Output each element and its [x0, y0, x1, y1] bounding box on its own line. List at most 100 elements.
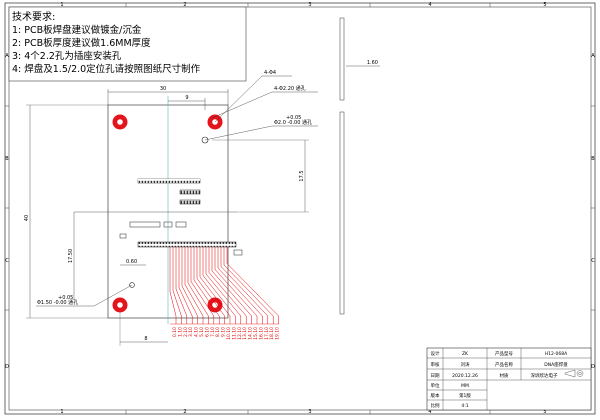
tb-label: 设计 — [431, 350, 440, 357]
pin-line — [217, 247, 263, 324]
tb-label: 材质 — [500, 372, 509, 379]
col-label: 5 — [543, 2, 546, 8]
callout-hole-20: Φ2.0 -0.00 通孔 — [274, 119, 312, 126]
pin-line — [190, 247, 215, 324]
row-label: B — [591, 156, 595, 162]
col-label: 1 — [60, 2, 63, 8]
pin-label: 14.10 — [248, 327, 254, 340]
tb-label: 单位 — [431, 382, 440, 389]
tb-label: 版本 — [431, 392, 440, 399]
side-view: 1.60 — [339, 17, 380, 315]
outer-frame — [4, 2, 596, 415]
tb-label: 比例 — [431, 402, 440, 409]
row-label: B — [5, 156, 9, 162]
tb-value: H12-068A — [545, 351, 568, 357]
row-label: D — [5, 364, 9, 370]
pin-label: 19.10 — [275, 327, 281, 340]
pin-line — [172, 247, 182, 324]
row-label: A — [5, 53, 9, 59]
top-dimensions: 30 9 — [107, 86, 229, 110]
right-dimensions: 17.5 — [212, 139, 309, 213]
pin-line — [181, 247, 198, 324]
pin-label: 12.10 — [237, 327, 243, 340]
pin-line — [175, 247, 188, 324]
dim-bottom-offset: 8 — [144, 336, 147, 342]
pin-line — [214, 247, 258, 324]
pin-line — [178, 247, 193, 324]
tb-value: 4:1 — [461, 403, 468, 409]
dim-left-height: 40 — [24, 215, 30, 221]
frame-column-labels: 1 2 3 4 5 1 2 3 4 5 — [60, 2, 546, 415]
frame-row-labels: A B C D A B C D — [5, 53, 595, 370]
pin-label: 13.10 — [242, 327, 248, 340]
tb-value: 刘涛 — [461, 361, 470, 368]
col-label: 1 — [60, 409, 63, 415]
col-label: 4 — [428, 2, 431, 8]
callouts: 4-Φ4 4-Φ2.20 通孔 +0.05 Φ2.0 -0.00 通孔 +0.0… — [36, 70, 318, 307]
col-label: 2 — [183, 2, 186, 8]
pin-label: 10.10 — [226, 327, 232, 340]
inner-frame — [8, 6, 592, 411]
pin-line — [208, 247, 247, 324]
callout-four-holes: 4-Φ4 — [264, 70, 276, 76]
title-block: 设计 ZK 产品型号 H12-068A 审核 刘涛 产品名称 DNA座焊盘 日期… — [426, 347, 592, 411]
mounting-holes — [112, 114, 223, 313]
projection-symbol-icon — [564, 369, 584, 378]
tb-value: ZK — [462, 351, 469, 357]
dim-side-thickness: 1.60 — [367, 60, 378, 66]
pin-label: 4.10 — [194, 327, 200, 337]
pin-label: 9.10 — [221, 327, 227, 337]
dim-right-height: 17.5 — [299, 170, 305, 181]
bottom-dimension: 8 — [119, 312, 168, 346]
pin-label: 11.10 — [231, 327, 237, 340]
pin-line — [196, 247, 225, 324]
col-label: 2 — [183, 409, 186, 415]
pin-line — [199, 247, 231, 324]
tb-label: 产品名称 — [495, 361, 513, 368]
pin-line — [184, 247, 204, 324]
left-dimensions: 40 17.50 — [24, 104, 108, 319]
tb-value: MM — [461, 383, 469, 389]
row-label: D — [591, 364, 595, 370]
pin-line — [187, 247, 209, 324]
callout-hole-22: 4-Φ2.20 通孔 — [274, 85, 306, 92]
pin-label: 16.10 — [258, 327, 264, 340]
tb-value: DNA座焊盘 — [544, 361, 568, 368]
requirements-box: 技术要求: 1: PCB板焊盘建议做镀金/沉金 2: PCB板厚度建议做1.6M… — [8, 6, 247, 82]
tb-value: 第1版 — [459, 392, 471, 399]
row-label: C — [591, 258, 595, 264]
col-label: 3 — [308, 2, 311, 8]
pin-label: 0.10 — [172, 327, 178, 337]
dim-hole-offset: 9 — [185, 95, 188, 101]
dim-board-width: 30 — [160, 86, 166, 92]
row-label: A — [591, 53, 595, 59]
pin-label: 1.10 — [177, 327, 183, 337]
tb-value: 2020.12.26 — [452, 373, 478, 379]
requirement-item: 1: PCB板焊盘建议做镀金/沉金 — [12, 24, 142, 36]
pin-label: 7.10 — [210, 327, 216, 337]
callout-hole-15-tol: +0.05 — [58, 295, 73, 301]
col-label: 5 — [543, 409, 546, 415]
callout-hole-20-tol: +0.05 — [286, 115, 301, 121]
pin-label: 15.10 — [253, 327, 259, 340]
pin-line — [226, 247, 279, 324]
pin-label: 5.10 — [199, 327, 205, 337]
tb-label: 审核 — [431, 361, 440, 368]
pin-label: 17.10 — [264, 327, 270, 340]
col-label: 3 — [308, 409, 311, 415]
dim-lower-height: 17.50 — [68, 249, 74, 263]
requirement-item: 4: 焊盘及1.5/2.0定位孔请按照图纸尺寸制作 — [12, 63, 201, 75]
pin-label: 6.10 — [204, 327, 210, 337]
tb-value: 深圳欣达电子 — [531, 372, 558, 379]
requirement-item: 3: 4个2.2孔为插座安装孔 — [12, 50, 122, 62]
pin-line — [169, 247, 177, 324]
dim-pin-pitch: 0.60 — [126, 259, 137, 265]
col-label: 4 — [428, 409, 431, 415]
requirements-title: 技术要求: — [12, 10, 55, 23]
pin-fanout — [169, 247, 279, 325]
pin-label: 2.10 — [183, 327, 189, 337]
requirement-item: 2: PCB板厚度建议做1.6MM厚度 — [12, 37, 151, 49]
pin-label: 8.10 — [215, 327, 221, 337]
